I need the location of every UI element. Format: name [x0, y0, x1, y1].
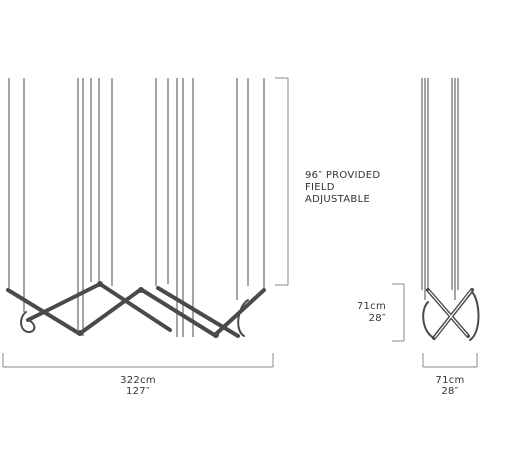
side-width-metric: 71cm: [435, 375, 465, 386]
height-note-line-2: FIELD: [305, 182, 335, 193]
side-height-imperial: 28″: [368, 313, 386, 324]
side-width-dimension: [422, 353, 478, 368]
front-width-metric: 322cm: [120, 375, 156, 386]
front-light-bars: [6, 281, 266, 338]
front-height-dimension: [275, 77, 289, 286]
front-width-imperial: 127″: [125, 386, 151, 397]
side-width-imperial: 28″: [441, 386, 459, 397]
front-suspension-cables: [8, 78, 265, 337]
front-width-dimension: [2, 353, 274, 368]
side-height-dimension: [392, 283, 405, 342]
side-light-bars: [422, 288, 480, 341]
side-suspension-cables: [421, 78, 459, 300]
side-height-metric: 71cm: [356, 301, 386, 312]
height-note-line-3: ADJUSTABLE: [305, 194, 371, 205]
height-note-line-1: 96″ PROVIDED: [305, 170, 381, 181]
